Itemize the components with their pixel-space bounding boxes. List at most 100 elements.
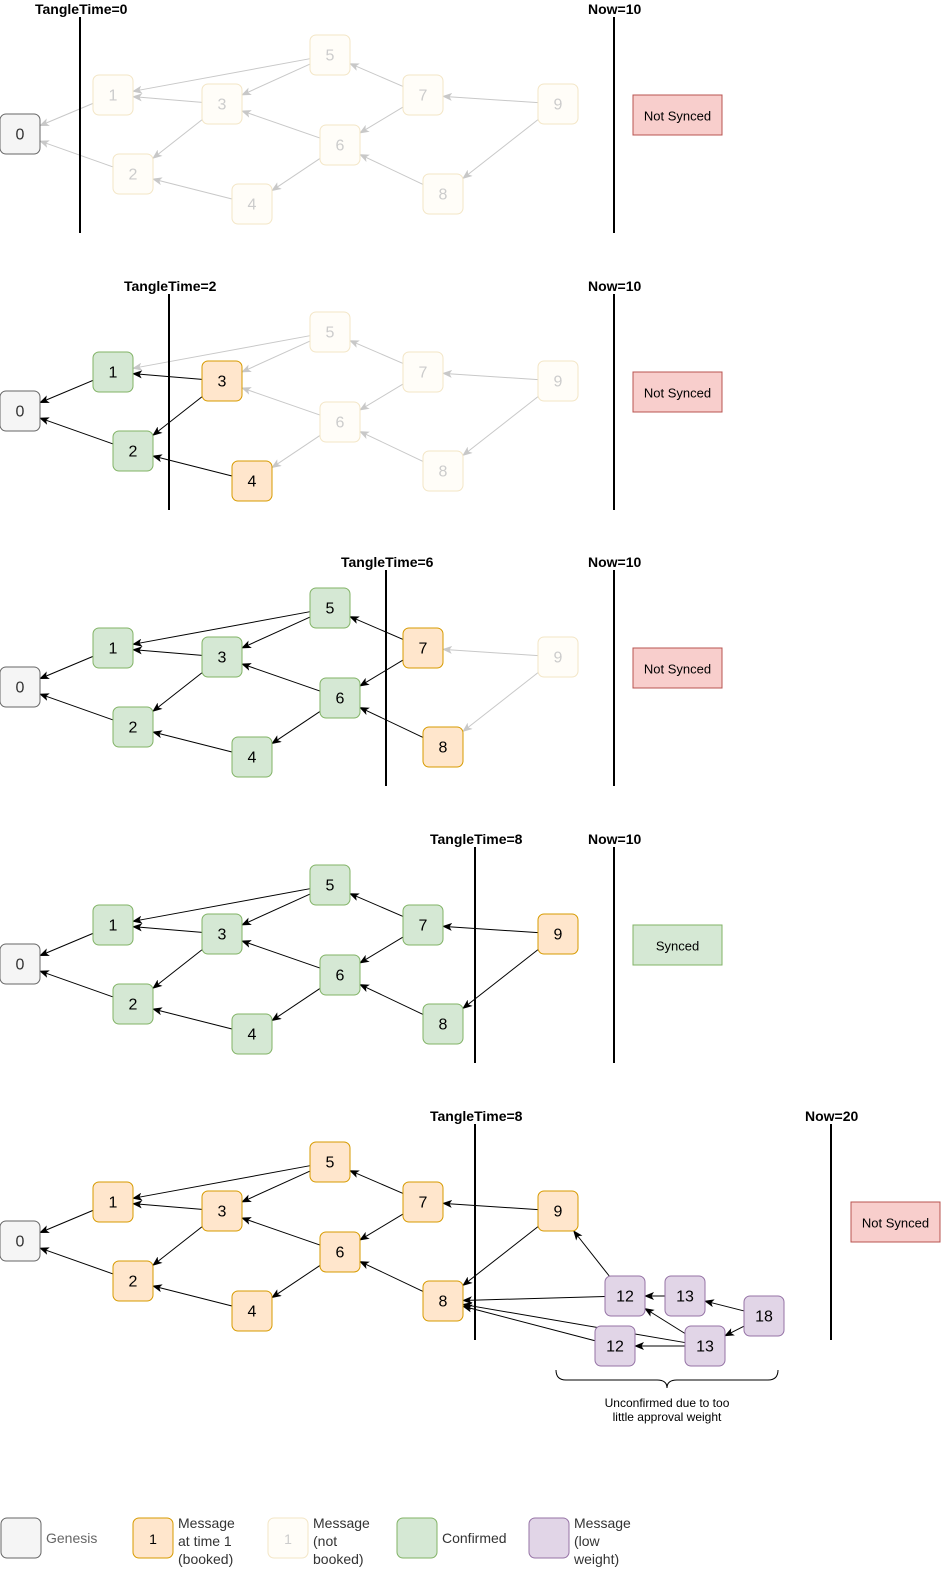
node-label: 0 [16, 957, 25, 974]
message-node-7: 7 [402, 904, 444, 946]
message-node-9: 9 [537, 360, 579, 402]
node-label: 5 [326, 1155, 335, 1172]
approval-edge [644, 1307, 686, 1334]
message-node-9: 9 [537, 913, 579, 955]
legend-label-line: (not [313, 1533, 337, 1549]
brace-label-line1: Unconfirmed due to too [605, 1396, 730, 1410]
message-node-8: 8 [422, 1280, 464, 1322]
node-label: 0 [16, 404, 25, 421]
node-label: 0 [16, 127, 25, 144]
message-node-1: 1 [92, 904, 134, 946]
node-box [112, 430, 154, 472]
node-label: 4 [248, 1304, 257, 1321]
node-box [112, 153, 154, 195]
message-node-0: 0 [0, 113, 41, 155]
node-box [112, 1260, 154, 1302]
node-box [422, 1280, 464, 1322]
node-box [402, 74, 444, 116]
node-box [402, 627, 444, 669]
approval-edge [152, 730, 233, 753]
message-node-12a: 12 [604, 1275, 646, 1317]
approval-edge [241, 1170, 311, 1203]
message-node-2: 2 [112, 1260, 154, 1302]
node-label: 3 [218, 927, 227, 944]
node-box [309, 34, 351, 76]
message-node-4: 4 [231, 1013, 273, 1055]
node-label: 13 [696, 1339, 714, 1356]
node-box [231, 183, 273, 225]
approval-edge [39, 417, 114, 445]
legend-label-line: Message [178, 1515, 235, 1531]
node-box [422, 1003, 464, 1045]
node-box [309, 1141, 351, 1183]
node-label: 2 [129, 997, 138, 1014]
approval-edge [359, 936, 404, 964]
now-label: Now=10 [588, 554, 642, 570]
node-label: 7 [419, 918, 428, 935]
node-label: 12 [616, 1289, 634, 1306]
approval-edge [241, 387, 321, 416]
node-label: 7 [419, 641, 428, 658]
legend-label-line: Message [313, 1515, 370, 1531]
message-node-0: 0 [0, 943, 41, 985]
node-box [684, 1325, 726, 1367]
node-label: 4 [248, 750, 257, 767]
node-box [319, 401, 361, 443]
node-box [743, 1295, 785, 1337]
approval-edge [241, 616, 311, 649]
node-box [0, 943, 41, 985]
status-text: Not Synced [644, 662, 711, 677]
node-box [537, 1190, 579, 1232]
legend-label-line: (booked) [178, 1551, 233, 1567]
message-node-7: 7 [402, 74, 444, 116]
message-node-4: 4 [231, 460, 273, 502]
message-node-3: 3 [201, 636, 243, 678]
status-box [632, 94, 723, 136]
message-node-13a: 13 [664, 1275, 706, 1317]
message-node-2: 2 [112, 983, 154, 1025]
message-node-0: 0 [0, 390, 41, 432]
approval-edge [39, 102, 94, 127]
approval-edge [241, 940, 321, 969]
node-box [537, 913, 579, 955]
approval-edge [271, 987, 321, 1022]
node-box [0, 666, 41, 708]
node-label: 12 [606, 1339, 624, 1356]
message-node-1: 1 [92, 1181, 134, 1223]
node-box [231, 460, 273, 502]
approval-edge [359, 659, 404, 687]
node-box [92, 1181, 134, 1223]
approval-edge [359, 707, 424, 738]
node-label: 5 [326, 601, 335, 618]
node-box [112, 706, 154, 748]
message-node-18: 18 [743, 1295, 785, 1337]
legend-item-genesis: Genesis [0, 1517, 97, 1559]
approval-edge [359, 1213, 404, 1241]
approval-edge [39, 932, 94, 957]
node-label: 18 [755, 1309, 773, 1326]
tangle-time-label: TangleTime=0 [35, 1, 128, 17]
node-label: 9 [554, 927, 563, 944]
message-node-2: 2 [112, 153, 154, 195]
status-text: Not Synced [644, 386, 711, 401]
approval-edge [462, 396, 539, 456]
approval-edge [359, 106, 404, 134]
sync-status-badge: Synced [632, 924, 723, 966]
approval-edge [152, 672, 203, 712]
message-node-6: 6 [319, 954, 361, 996]
node-box [309, 864, 351, 906]
approval-edge [442, 92, 539, 104]
approval-edge [39, 655, 94, 680]
status-text: Synced [656, 939, 699, 954]
approval-edge [241, 1217, 321, 1246]
approval-edge [442, 645, 539, 657]
node-label: 4 [248, 474, 257, 491]
approval-edge [573, 1230, 610, 1277]
approval-edge [241, 340, 311, 373]
node-label: 0 [16, 1234, 25, 1251]
node-label: 13 [676, 1289, 694, 1306]
